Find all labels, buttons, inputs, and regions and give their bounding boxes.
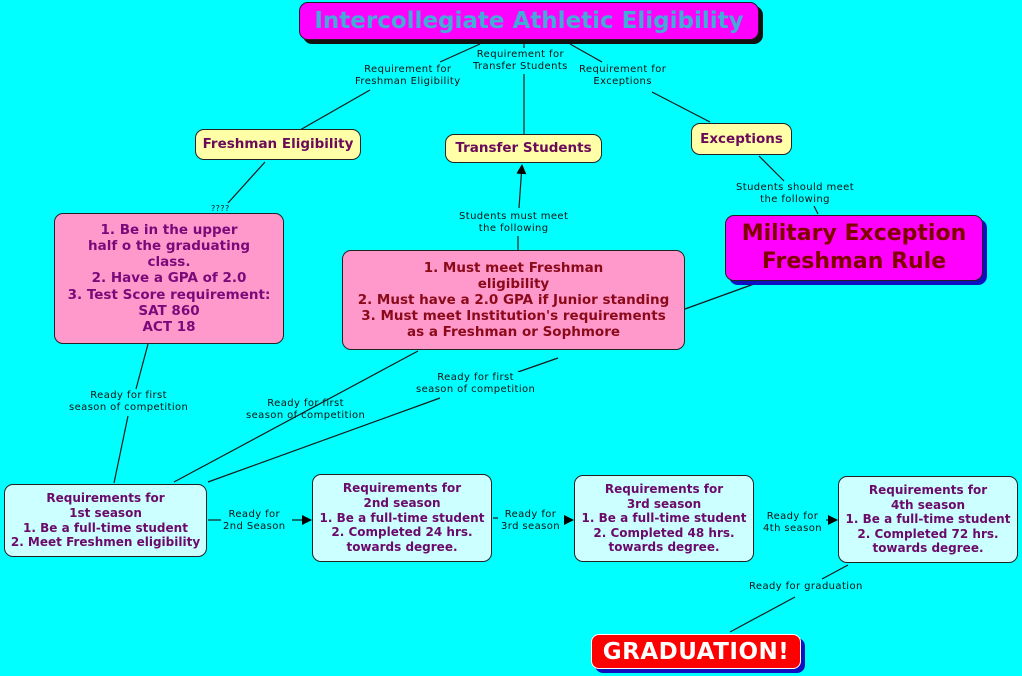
season-3-box[interactable]: Requirements for 3rd season 1. Be a full… <box>574 475 754 562</box>
link-title-freshman <box>439 43 481 63</box>
link-freshman-unknown <box>227 161 266 204</box>
link-readygrad-graduation <box>729 596 796 633</box>
link-ready-a-season1 <box>113 415 129 484</box>
link-freshreq-ready-a <box>135 343 149 390</box>
link-label-exceptions-concept <box>651 91 711 123</box>
link-transfer-ready-c <box>517 357 559 373</box>
label-unknown: ???? <box>211 204 230 214</box>
link-label-freshman-concept <box>299 89 371 131</box>
freshman-requirements-box[interactable]: 1. Be in the upper half o the graduating… <box>54 213 284 344</box>
transfer-requirements-box[interactable]: 1. Must meet Freshman eligibility 2. Mus… <box>342 250 685 350</box>
concept-label: Transfer Students <box>455 140 592 157</box>
military-exception-box[interactable]: Military Exception Freshman Rule <box>725 215 983 281</box>
concept-label: Freshman Eligibility <box>202 136 354 153</box>
link-title-exceptions <box>569 43 603 63</box>
link-exceptions-should <box>758 155 785 182</box>
link-ready-c-season1 <box>207 397 441 483</box>
concept-exceptions[interactable]: Exceptions <box>691 123 792 155</box>
link-should-military <box>813 205 819 215</box>
concept-freshman-eligibility[interactable]: Freshman Eligibility <box>195 129 361 160</box>
label-ready-graduation: Ready for graduation <box>748 581 864 593</box>
concept-transfer-students[interactable]: Transfer Students <box>445 134 602 163</box>
season-4-box[interactable]: Requirements for 4th season 1. Be a full… <box>838 476 1018 563</box>
link-transfer-arrow <box>516 164 527 209</box>
main-title: Intercollegiate Athletic Eligibility <box>299 2 759 40</box>
concept-label: Exceptions <box>700 130 783 147</box>
link-transfer-season1 <box>173 350 419 483</box>
graduation-box[interactable]: GRADUATION! <box>591 634 801 669</box>
link-season4-readygrad <box>821 564 849 580</box>
season-1-box[interactable]: Requirements for 1st season 1. Be a full… <box>4 484 207 557</box>
link-military-transfer <box>684 283 755 310</box>
season-2-box[interactable]: Requirements for 2nd season 1. Be a full… <box>312 474 492 562</box>
